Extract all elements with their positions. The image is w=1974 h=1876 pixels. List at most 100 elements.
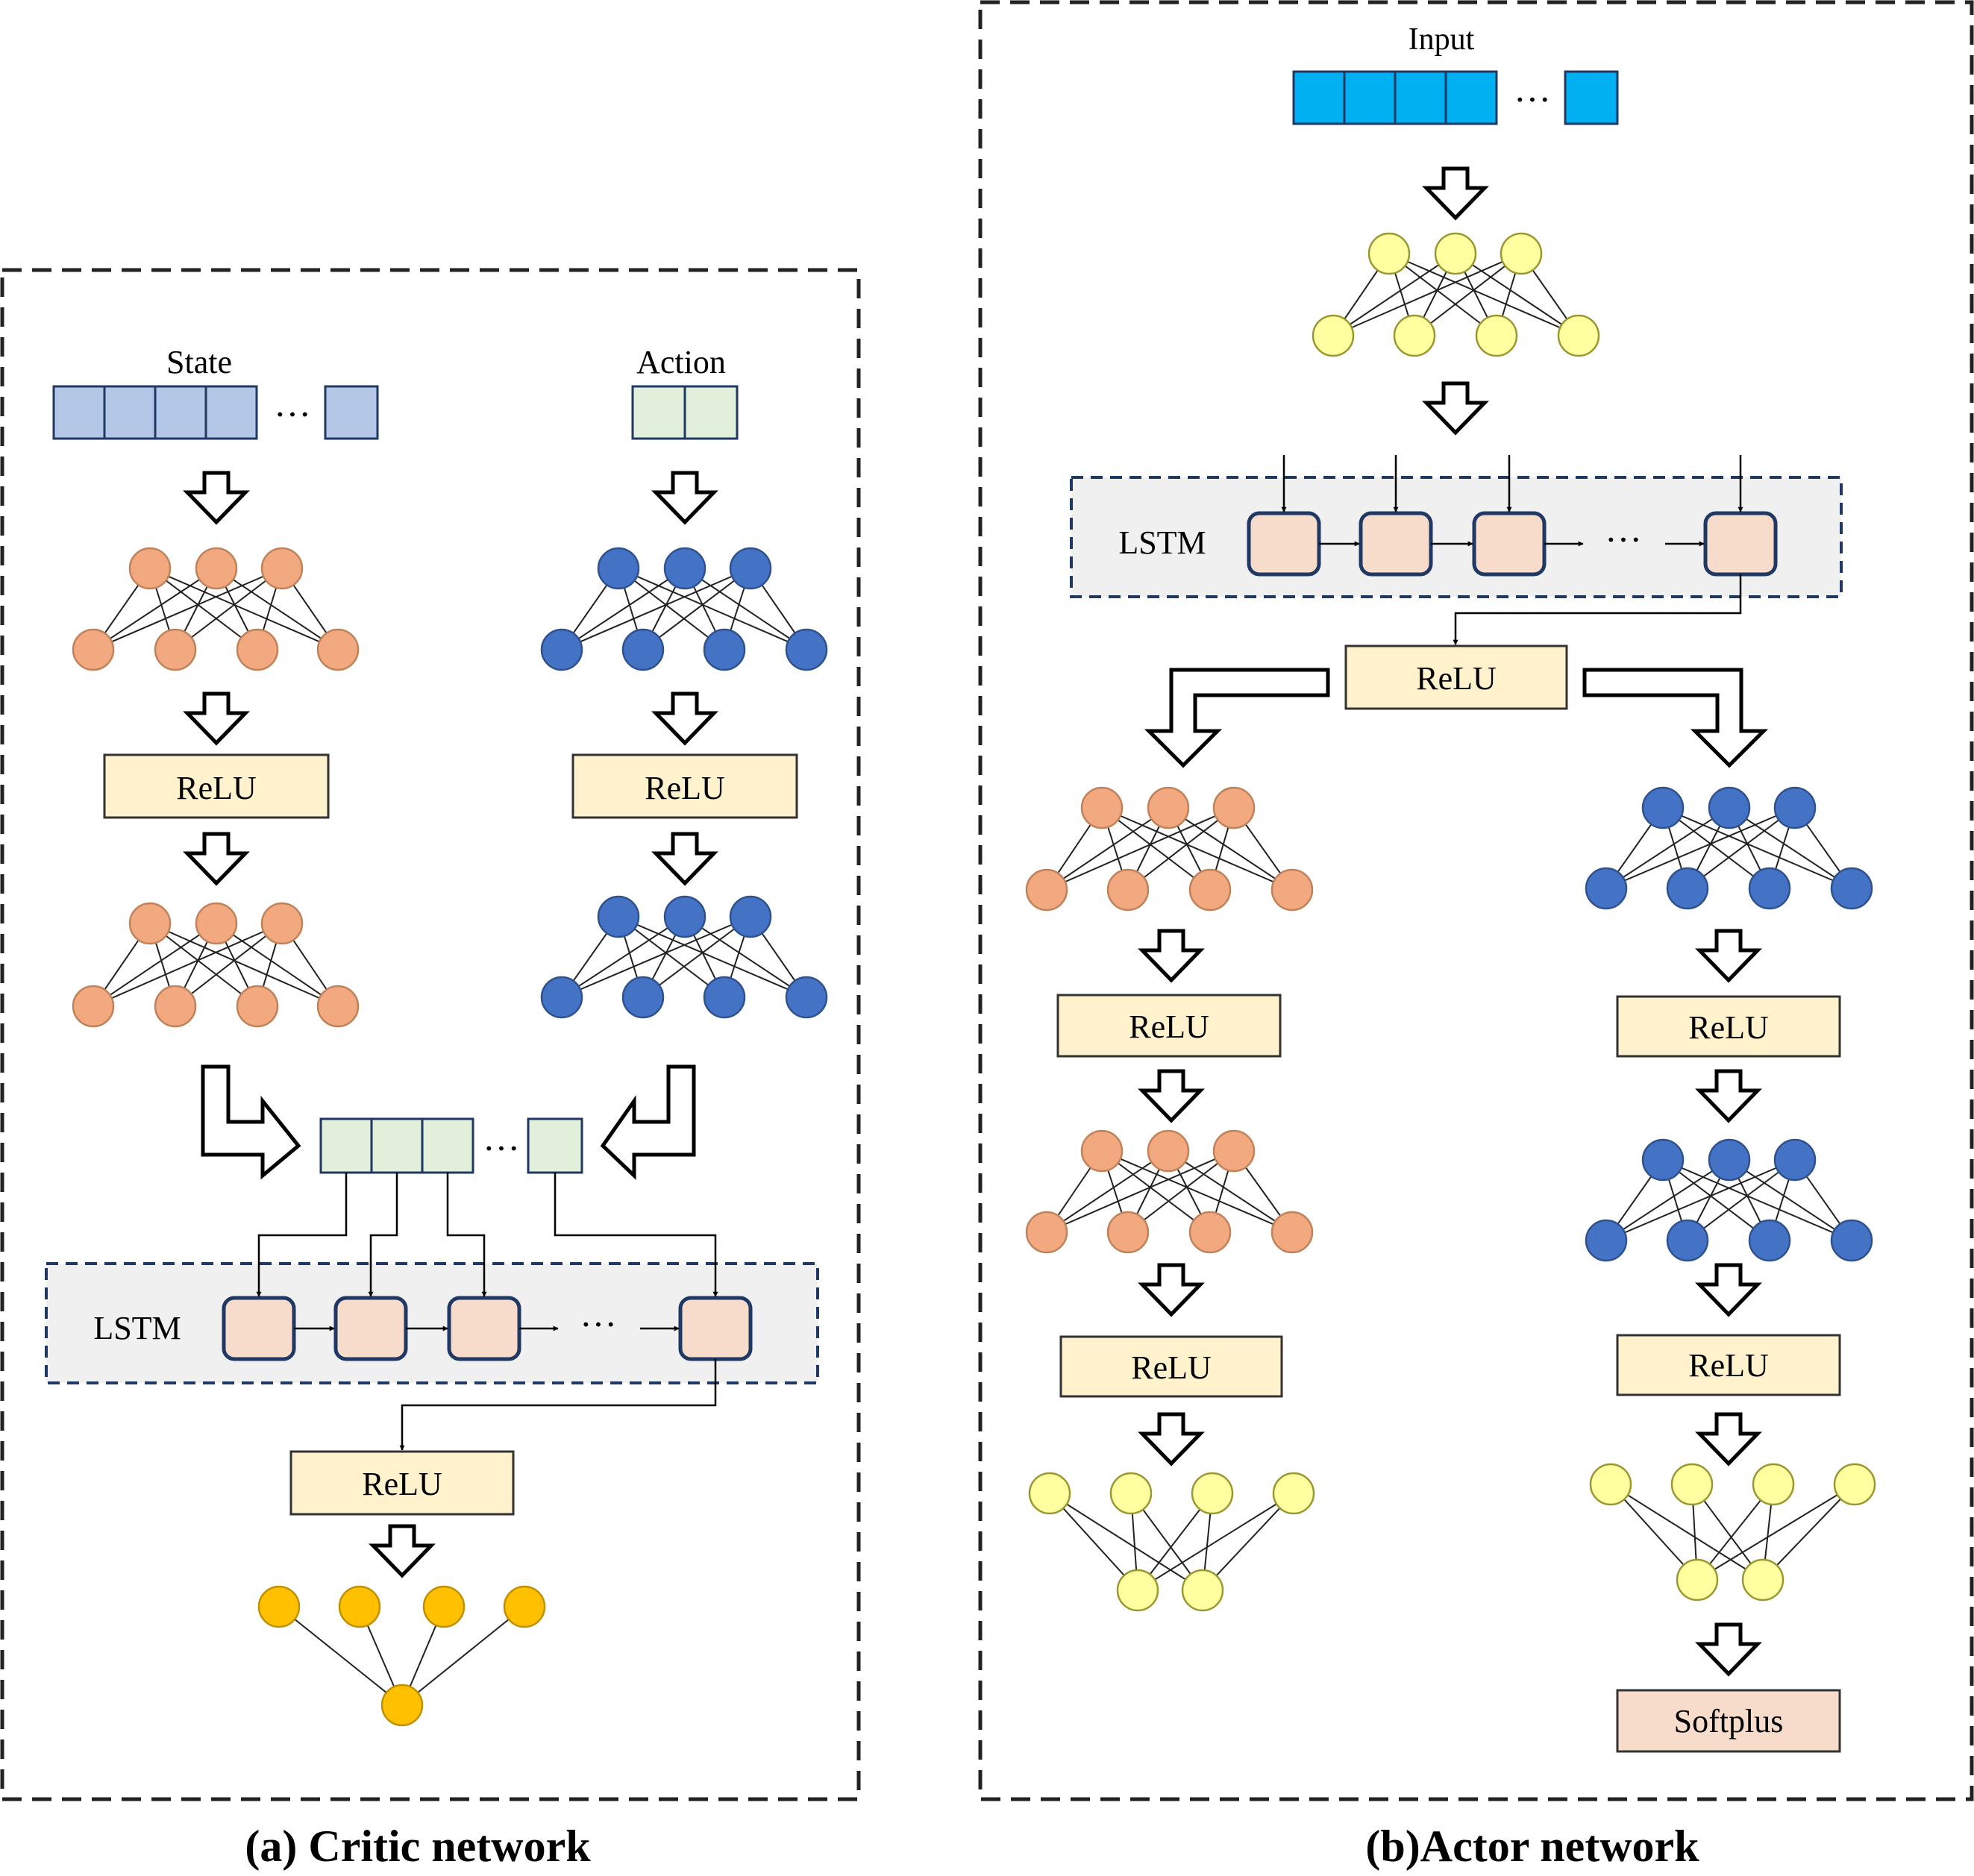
flow-arrow-icon	[651, 471, 718, 525]
neuron-node	[195, 902, 238, 945]
actor-relu-right-2: ReLU	[1616, 1334, 1841, 1396]
neuron-node	[1191, 1472, 1234, 1515]
actor-lstm-links	[1281, 455, 1743, 645]
critic-state-layer-2	[72, 902, 360, 1028]
connection-line	[93, 923, 217, 1007]
connection-line	[1127, 807, 1235, 891]
connection-line	[1046, 1150, 1169, 1233]
state-ellipsis: ···	[274, 393, 311, 435]
connection-line	[1610, 1484, 1698, 1581]
input-label: Input	[1409, 22, 1475, 57]
input-vector	[1292, 70, 1619, 125]
neuron-node	[128, 547, 172, 590]
neuron-node	[1641, 786, 1685, 829]
critic-caption: (a) Critic network	[245, 1822, 591, 1871]
flow-arrow-icon	[183, 471, 250, 525]
connection-line	[1137, 1493, 1294, 1591]
actor-relu-top: ReLU	[1344, 644, 1568, 710]
connection-line	[618, 916, 725, 998]
connection-line	[1202, 1493, 1294, 1591]
actor-relu-right-1: ReLU	[1616, 995, 1841, 1058]
connection-line	[175, 923, 283, 1007]
relu-label: ReLU	[1131, 1349, 1212, 1386]
neuron-node	[1741, 1558, 1785, 1601]
neuron-node	[1666, 867, 1709, 910]
merged-vector	[319, 1117, 583, 1174]
connection-line	[1696, 1484, 1855, 1581]
neuron-node	[1708, 786, 1751, 829]
connection-line	[561, 916, 751, 998]
neuron-node	[621, 976, 665, 1019]
neuron-node	[540, 628, 583, 671]
critic-panel	[0, 268, 861, 1801]
neuron-node	[260, 902, 304, 945]
neuron-node	[1147, 786, 1190, 829]
relu-label: ReLU	[1129, 1008, 1209, 1045]
connection-line	[1455, 253, 1579, 336]
critic-relu-action: ReLU	[571, 753, 798, 819]
flow-arrow-icon	[1138, 1069, 1205, 1123]
neuron-node	[703, 628, 746, 671]
neuron-node	[1181, 1569, 1224, 1612]
neuron-node	[1434, 232, 1477, 275]
neuron-node	[597, 547, 640, 590]
actor-lstm-ellipsis: ···	[1605, 518, 1642, 560]
neuron-node	[729, 547, 772, 590]
neuron-node	[1773, 786, 1817, 829]
relu-label: ReLU	[645, 770, 725, 806]
flow-arrow-icon	[1422, 381, 1489, 436]
relu-label: ReLU	[1688, 1009, 1769, 1046]
neuron-node	[1748, 1219, 1791, 1262]
softplus-box: Softplus	[1616, 1689, 1841, 1753]
neuron-node	[1830, 1219, 1873, 1262]
neuron-node	[1557, 314, 1600, 357]
neuron-node	[1147, 1129, 1190, 1173]
critic-relu-state: ReLU	[103, 753, 330, 819]
connection-line	[1605, 807, 1796, 889]
flow-arrow-icon	[651, 832, 718, 886]
actor-lstm-cells	[1247, 511, 1778, 577]
connection-line	[618, 916, 807, 998]
relu-label: ReLU	[362, 1466, 442, 1502]
neuron-node	[785, 976, 828, 1019]
actor-left-layer-2	[1025, 1129, 1314, 1254]
neuron-node	[1312, 314, 1355, 357]
connection-line	[1101, 807, 1293, 891]
connection-line	[175, 568, 283, 650]
neuron-node	[621, 628, 665, 671]
neuron-node	[663, 547, 706, 590]
connection-line	[1388, 253, 1497, 336]
neuron-node	[1589, 1463, 1632, 1506]
input-ellipsis: ···	[1514, 78, 1551, 120]
neuron-node	[1676, 1558, 1719, 1601]
neuron-node	[1188, 1211, 1232, 1254]
connection-line	[1101, 1150, 1293, 1233]
neuron-node	[1748, 867, 1791, 910]
neuron-node	[1830, 867, 1873, 910]
connection-line	[149, 923, 258, 1007]
neuron-node	[1475, 314, 1518, 357]
actor-input-layer	[1312, 232, 1600, 357]
neuron-node	[1641, 1138, 1685, 1182]
neuron-node	[1367, 232, 1411, 275]
neuron-node	[380, 1684, 424, 1727]
connection-line	[1610, 1484, 1764, 1581]
actor-relu-left-2: ReLU	[1059, 1335, 1283, 1398]
neuron-node	[338, 1585, 381, 1628]
connection-line	[149, 568, 258, 650]
neuron-node	[422, 1585, 466, 1628]
connection-line	[216, 923, 339, 1007]
flow-arrow-icon	[1695, 1263, 1762, 1317]
connection-line	[642, 568, 751, 650]
neuron-node	[128, 902, 172, 945]
neuron-node	[1666, 1219, 1709, 1262]
neuron-node	[540, 976, 583, 1019]
softplus-label: Softplus	[1674, 1703, 1784, 1739]
connection-line	[1049, 1493, 1138, 1591]
neuron-node	[1116, 1569, 1159, 1612]
flow-arrow-icon	[1695, 929, 1762, 983]
connection-line	[401, 1606, 525, 1706]
merged-ellipsis: ···	[483, 1127, 520, 1169]
state-vector	[52, 385, 379, 440]
bent-arrow-icon	[1144, 668, 1330, 768]
